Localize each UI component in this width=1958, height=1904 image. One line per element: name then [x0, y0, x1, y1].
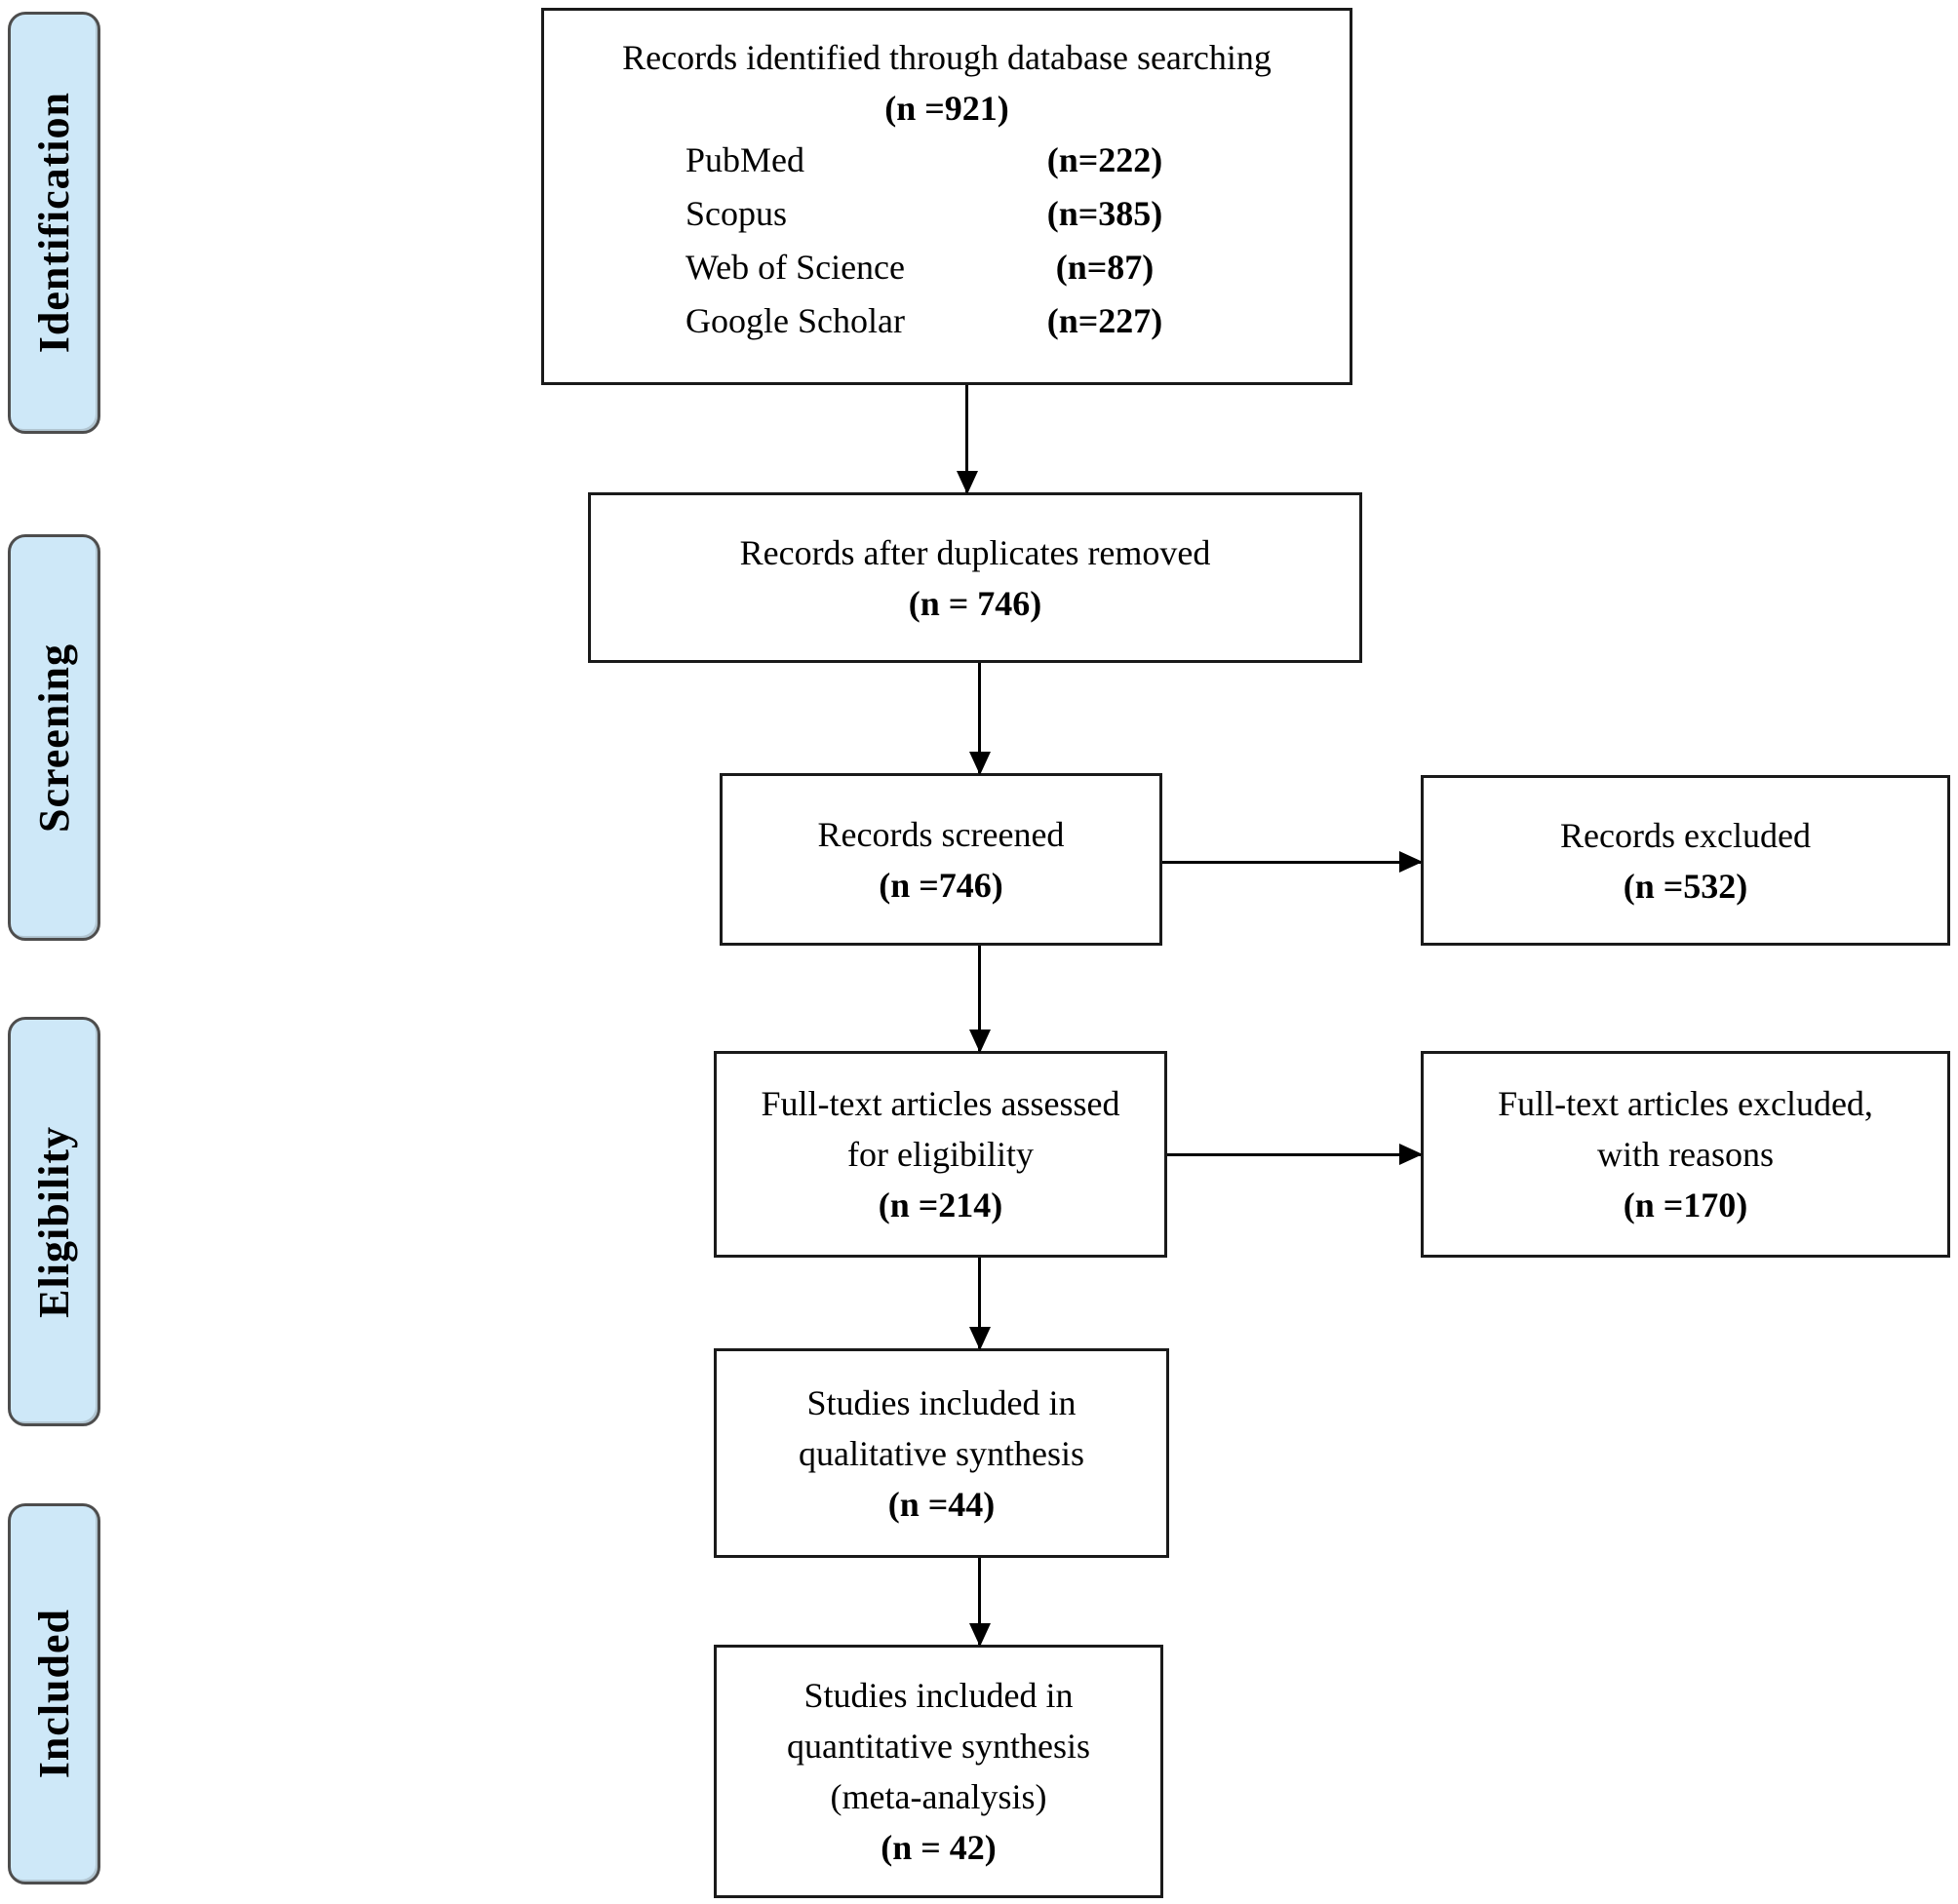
box-qualitative-synthesis: Studies included in qualitative synthesi…	[714, 1348, 1169, 1558]
qualitative-count: (n =44)	[887, 1484, 996, 1524]
stage-eligibility-label: Eligibility	[30, 1125, 78, 1318]
records-identified-title: Records identified through database sear…	[622, 38, 1272, 77]
arrow-fulltext-to-fulltext-excluded	[1167, 1144, 1423, 1165]
source-row-web-of-science: Web of Science (n=87)	[544, 241, 1350, 294]
arrow-screened-to-fulltext	[969, 946, 991, 1053]
source-row-google-scholar: Google Scholar (n=227)	[544, 294, 1350, 348]
quantitative-line2: quantitative synthesis	[787, 1727, 1090, 1766]
box-duplicates-removed: Records after duplicates removed (n = 74…	[588, 492, 1362, 663]
stage-included: Included	[8, 1503, 100, 1885]
arrow-qualitative-to-quantitative	[969, 1558, 991, 1647]
fulltext-assessed-count: (n =214)	[878, 1185, 1003, 1224]
fulltext-excluded-count: (n =170)	[1623, 1185, 1748, 1224]
box-fulltext-excluded: Full-text articles excluded, with reason…	[1421, 1051, 1950, 1258]
arrow-duplicates-to-screened	[969, 663, 991, 775]
source-count: (n=222)	[1046, 140, 1163, 179]
source-name: Google Scholar	[685, 301, 905, 340]
source-name: PubMed	[685, 140, 805, 179]
source-name: Scopus	[685, 194, 788, 233]
source-count: (n=87)	[1055, 248, 1155, 287]
records-excluded-count: (n =532)	[1623, 866, 1748, 906]
qualitative-line1: Studies included in	[806, 1382, 1077, 1422]
fulltext-excluded-line1: Full-text articles excluded,	[1498, 1084, 1873, 1123]
fulltext-assessed-line2: for eligibility	[847, 1135, 1034, 1174]
box-fulltext-assessed: Full-text articles assessed for eligibil…	[714, 1051, 1167, 1258]
quantitative-count: (n = 42)	[881, 1828, 997, 1867]
source-name: Web of Science	[685, 248, 905, 287]
stage-identification-label: Identification	[30, 92, 78, 354]
box-records-excluded: Records excluded (n =532)	[1421, 775, 1950, 946]
duplicates-removed-title: Records after duplicates removed	[739, 532, 1211, 572]
source-count: (n=227)	[1046, 301, 1163, 340]
stage-screening: Screening	[8, 534, 100, 941]
fulltext-assessed-line1: Full-text articles assessed	[761, 1084, 1120, 1123]
stage-identification: Identification	[8, 12, 100, 434]
records-screened-title: Records screened	[817, 814, 1065, 854]
duplicates-removed-count: (n = 746)	[908, 583, 1042, 623]
records-screened-count: (n =746)	[879, 865, 1003, 905]
quantitative-line1: Studies included in	[803, 1676, 1074, 1715]
quantitative-line3: (meta-analysis)	[830, 1777, 1047, 1816]
arrow-fulltext-to-qualitative	[969, 1258, 991, 1350]
source-row-scopus: Scopus (n=385)	[544, 187, 1350, 241]
qualitative-line2: qualitative synthesis	[799, 1433, 1084, 1473]
records-identified-count: (n =921)	[884, 89, 1009, 128]
records-excluded-title: Records excluded	[1560, 815, 1811, 855]
box-records-identified: Records identified through database sear…	[541, 8, 1352, 385]
arrow-screened-to-excluded	[1162, 851, 1423, 873]
box-quantitative-synthesis: Studies included in quantitative synthes…	[714, 1645, 1163, 1898]
stage-screening-label: Screening	[30, 642, 78, 833]
fulltext-excluded-line2: with reasons	[1597, 1135, 1774, 1174]
arrow-identified-to-duplicates	[957, 385, 978, 494]
source-row-pubmed: PubMed (n=222)	[544, 134, 1350, 187]
box-records-screened: Records screened (n =746)	[720, 773, 1162, 946]
stage-included-label: Included	[30, 1609, 78, 1779]
source-count: (n=385)	[1046, 194, 1163, 233]
stage-eligibility: Eligibility	[8, 1017, 100, 1426]
